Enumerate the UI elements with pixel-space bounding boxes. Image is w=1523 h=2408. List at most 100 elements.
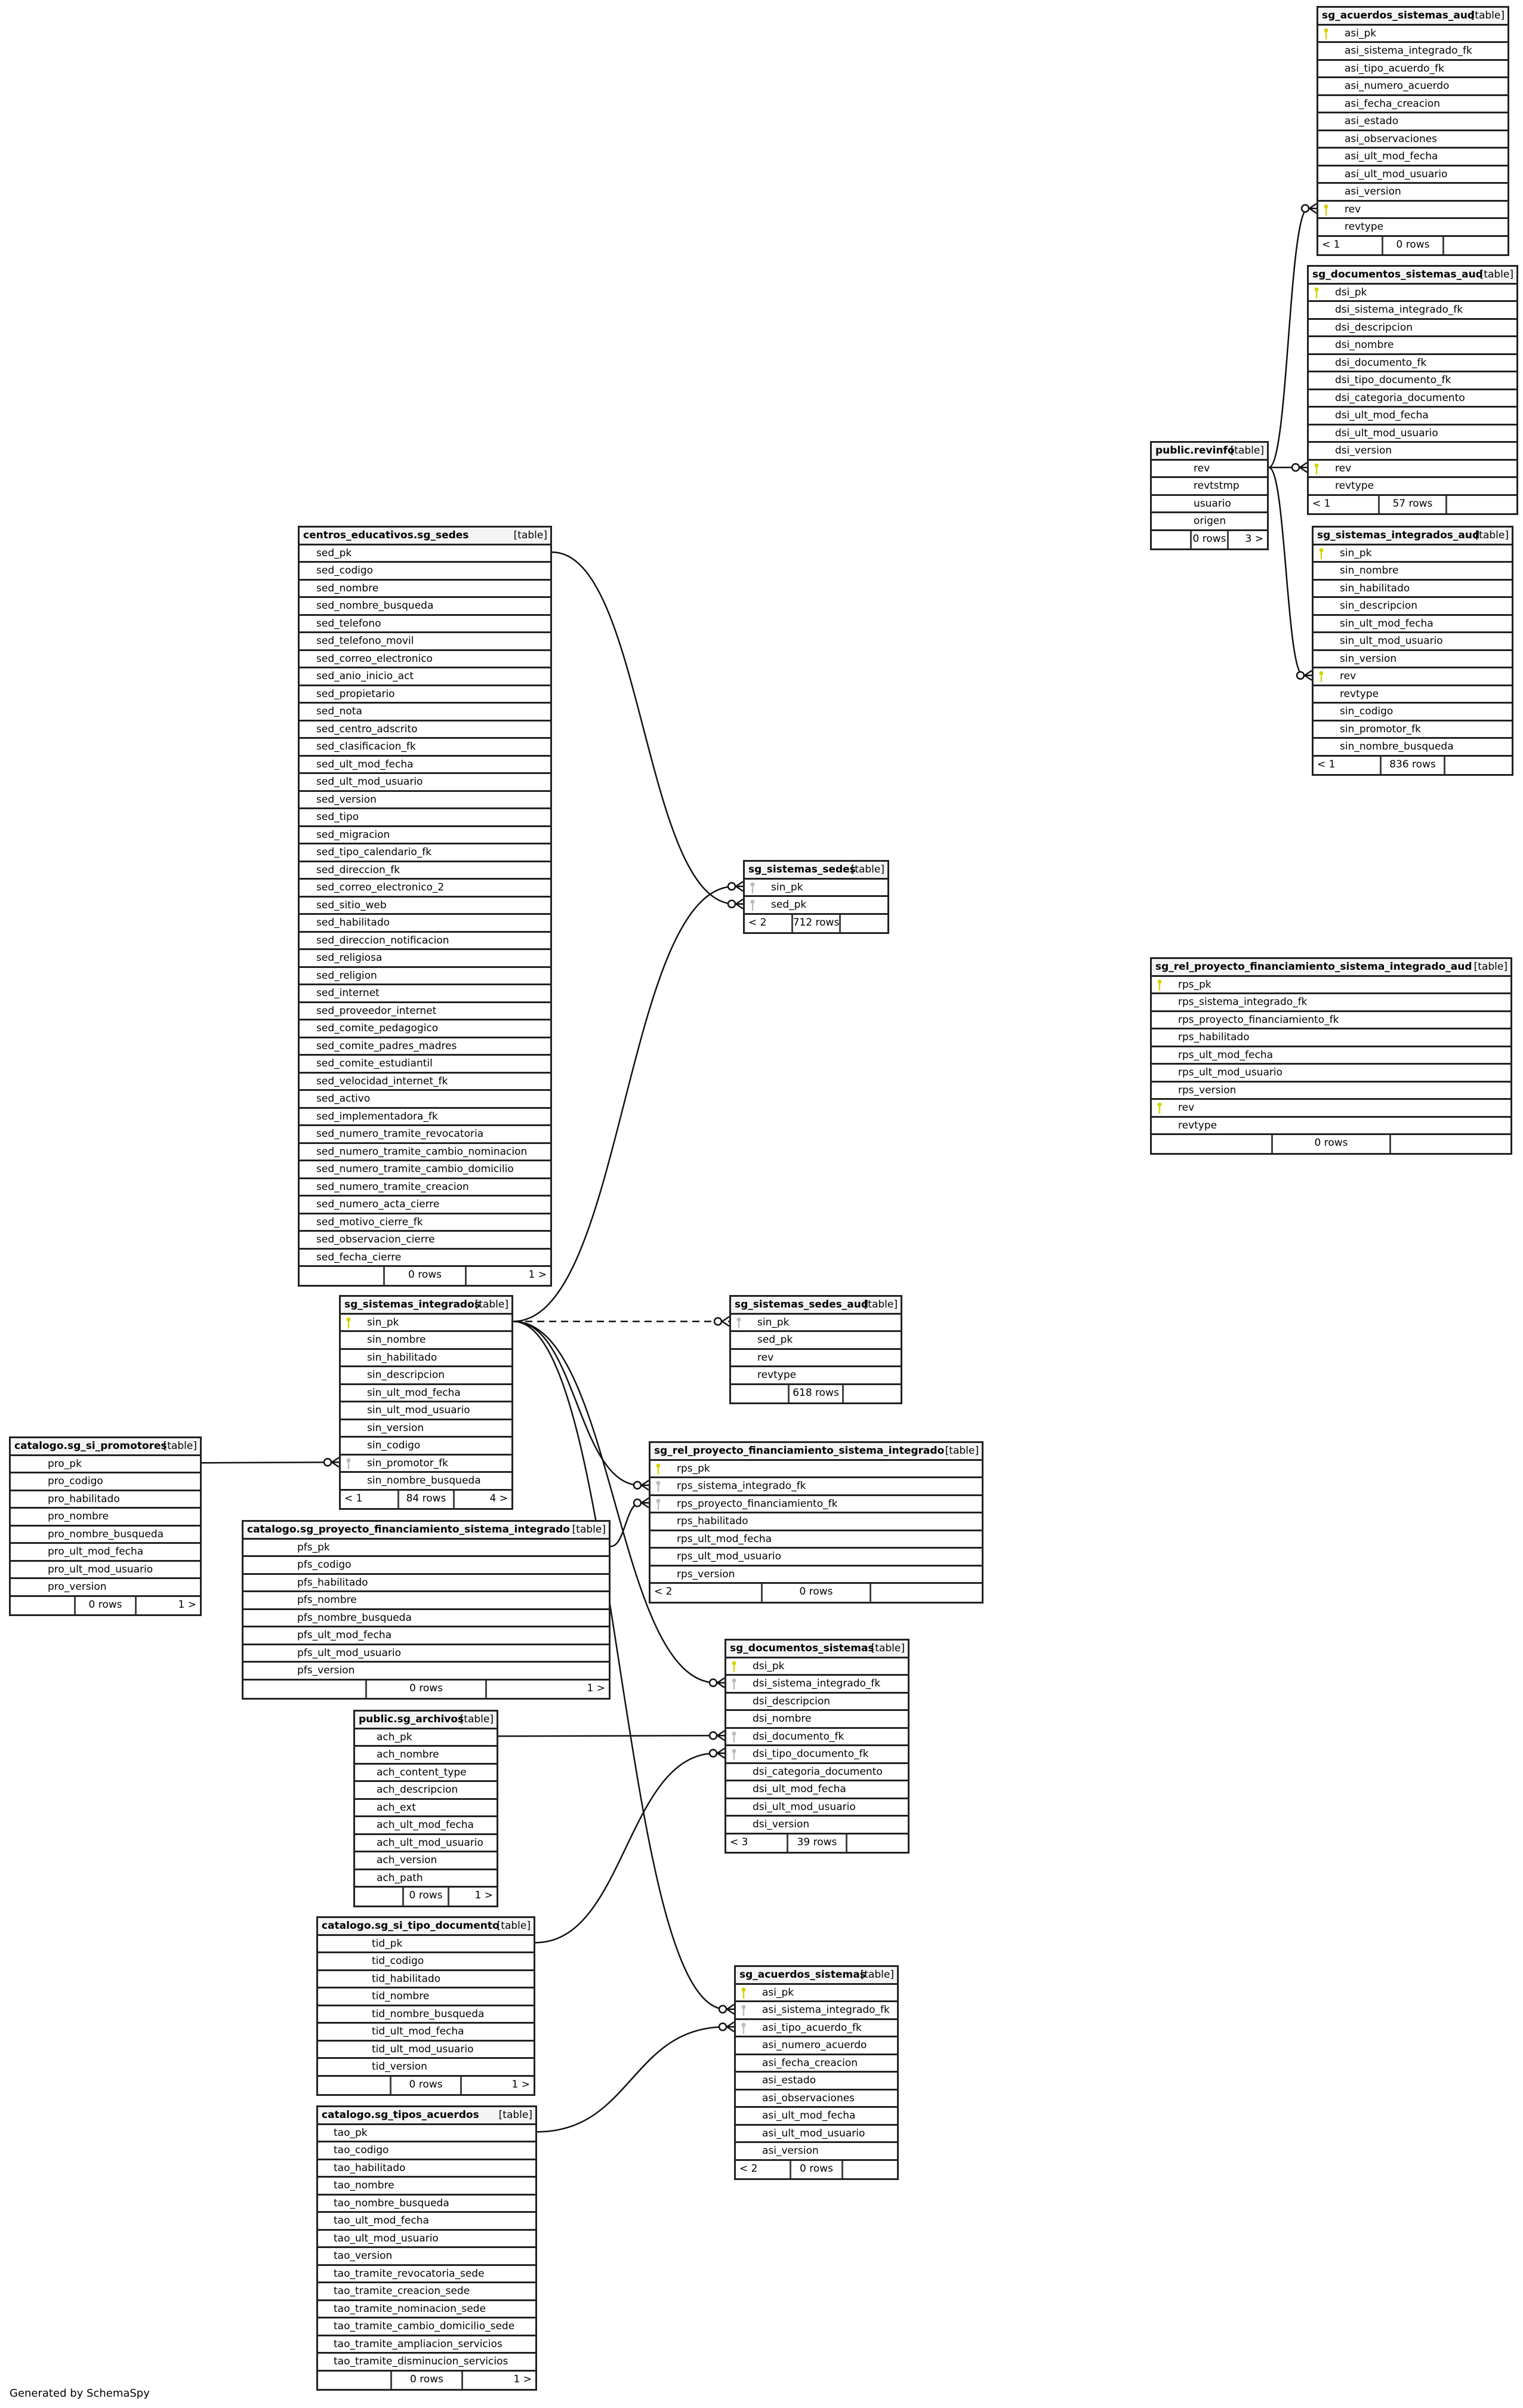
column-row[interactable]: sin_promotor_fk (341, 1456, 511, 1473)
column-row[interactable]: pro_version (11, 1579, 200, 1597)
column-row[interactable]: tao_tramite_nominacion_sede (318, 2301, 535, 2318)
column-row[interactable]: rev (1314, 668, 1512, 686)
column-row[interactable]: revtype (1309, 478, 1516, 496)
column-row[interactable]: tid_pk (318, 1936, 534, 1953)
column-row[interactable]: pfs_codigo (243, 1557, 609, 1575)
table-header[interactable]: catalogo.sg_proyecto_financiamiento_sist… (243, 1522, 609, 1540)
column-row[interactable]: usuario (1152, 496, 1267, 513)
column-row[interactable]: tao_habilitado (318, 2160, 535, 2178)
column-row[interactable]: rev (1152, 461, 1267, 478)
parents-count[interactable] (355, 1888, 404, 1906)
children-count[interactable] (1391, 1135, 1510, 1153)
column-row[interactable]: sed_velocidad_internet_fk (300, 1074, 550, 1091)
column-row[interactable]: sed_motivo_cierre_fk (300, 1214, 550, 1232)
table-header[interactable]: sg_documentos_sistemas[table] (726, 1641, 908, 1658)
column-row[interactable]: pro_codigo (11, 1473, 200, 1491)
column-row[interactable]: ach_ext (355, 1800, 497, 1817)
column-row[interactable]: sed_correo_electronico_2 (300, 880, 550, 898)
column-row[interactable]: sin_pk (1314, 545, 1512, 563)
column-row[interactable]: sed_migracion (300, 827, 550, 844)
column-row[interactable]: tao_pk (318, 2125, 535, 2142)
column-row[interactable]: dsi_tipo_documento_fk (1309, 372, 1516, 390)
column-row[interactable]: dsi_descripcion (726, 1694, 908, 1711)
column-row[interactable]: sed_nombre (300, 581, 550, 598)
column-row[interactable]: sed_pk (300, 545, 550, 563)
children-count[interactable]: 1 > (511, 2078, 530, 2091)
parents-count[interactable] (318, 2076, 392, 2094)
parents-count[interactable]: < 1 (341, 1490, 400, 1508)
column-row[interactable]: asi_numero_acuerdo (1318, 78, 1507, 96)
column-row[interactable]: sin_descripcion (1314, 598, 1512, 616)
column-row[interactable]: tid_version (318, 2059, 534, 2077)
parents-count[interactable]: < 1 (1314, 756, 1382, 774)
column-row[interactable]: asi_observaciones (1318, 131, 1507, 149)
column-row[interactable]: rps_ult_mod_fecha (650, 1531, 982, 1549)
column-row[interactable]: sed_internet (300, 985, 550, 1003)
column-row[interactable]: rps_version (650, 1567, 982, 1584)
column-row[interactable]: sed_centro_adscrito (300, 722, 550, 739)
column-row[interactable]: tao_version (318, 2248, 535, 2266)
column-row[interactable]: dsi_sistema_integrado_fk (726, 1676, 908, 1694)
children-count[interactable] (844, 1385, 901, 1403)
column-row[interactable]: sed_observacion_cierre (300, 1232, 550, 1250)
column-row[interactable]: asi_fecha_creacion (736, 2055, 897, 2073)
column-row[interactable]: asi_pk (736, 1985, 897, 2002)
column-row[interactable]: sed_clasificacion_fk (300, 739, 550, 757)
table-header[interactable]: sg_sistemas_integrados_aud[table] (1314, 528, 1512, 545)
children-count[interactable] (843, 2161, 897, 2179)
column-row[interactable]: dsi_documento_fk (726, 1729, 908, 1746)
column-row[interactable]: rps_pk (650, 1461, 982, 1478)
column-row[interactable]: sed_direccion_fk (300, 862, 550, 880)
parents-count[interactable] (1152, 531, 1192, 548)
column-row[interactable]: sed_tipo (300, 809, 550, 827)
column-row[interactable]: sin_habilitado (341, 1350, 511, 1367)
column-row[interactable]: sed_habilitado (300, 915, 550, 933)
children-count[interactable] (1445, 757, 1512, 775)
children-count[interactable] (1447, 496, 1516, 514)
column-row[interactable]: ach_ult_mod_fecha (355, 1817, 497, 1835)
column-row[interactable]: pro_habilitado (11, 1491, 200, 1509)
column-row[interactable]: rps_ult_mod_usuario (1152, 1065, 1510, 1083)
column-row[interactable]: sed_numero_tramite_revocatoria (300, 1126, 550, 1144)
column-row[interactable]: tid_codigo (318, 1953, 534, 1971)
column-row[interactable]: tao_tramite_disminucion_servicios (318, 2354, 535, 2372)
column-row[interactable]: ach_nombre (355, 1747, 497, 1765)
column-row[interactable]: dsi_ult_mod_fecha (726, 1781, 908, 1799)
column-row[interactable]: sin_ult_mod_fecha (1314, 616, 1512, 633)
column-row[interactable]: tid_nombre (318, 1988, 534, 2006)
column-row[interactable]: sin_version (341, 1420, 511, 1438)
column-row[interactable]: tao_tramite_ampliacion_servicios (318, 2336, 535, 2354)
column-row[interactable]: sed_nota (300, 704, 550, 722)
table-header[interactable]: sg_rel_proyecto_financiamiento_sistema_i… (650, 1443, 982, 1461)
table-header[interactable]: sg_sistemas_sedes_aud[table] (731, 1297, 901, 1315)
table-header[interactable]: public.sg_archivos[table] (355, 1712, 497, 1729)
column-row[interactable]: sed_religiosa (300, 950, 550, 968)
column-row[interactable]: tao_codigo (318, 2142, 535, 2160)
column-row[interactable]: sed_pk (745, 897, 887, 915)
column-row[interactable]: tao_ult_mod_usuario (318, 2231, 535, 2248)
column-row[interactable]: asi_tipo_acuerdo_fk (1318, 61, 1507, 78)
table-sg-rel-proyecto-financiamiento-sistema-integrado-aud[interactable]: sg_rel_proyecto_financiamiento_sistema_i… (1150, 957, 1512, 1155)
children-count[interactable]: 1 > (178, 1598, 197, 1611)
column-row[interactable]: tao_nombre_busqueda (318, 2196, 535, 2213)
column-row[interactable]: pfs_ult_mod_usuario (243, 1645, 609, 1663)
column-row[interactable]: asi_ult_mod_fecha (1318, 149, 1507, 167)
parents-count[interactable]: < 1 (1309, 495, 1380, 513)
column-row[interactable]: sed_comite_estudiantil (300, 1056, 550, 1074)
column-row[interactable]: sin_promotor_fk (1314, 722, 1512, 739)
column-row[interactable]: sin_nombre_busqueda (341, 1473, 511, 1491)
column-row[interactable]: sin_ult_mod_usuario (1314, 633, 1512, 651)
column-row[interactable]: tid_nombre_busqueda (318, 2006, 534, 2024)
column-row[interactable]: dsi_ult_mod_usuario (1309, 426, 1516, 443)
column-row[interactable]: sed_pk (731, 1332, 901, 1350)
column-row[interactable]: sed_correo_electronico (300, 651, 550, 668)
column-row[interactable]: pro_nombre (11, 1509, 200, 1527)
column-row[interactable]: pfs_habilitado (243, 1575, 609, 1592)
parents-count[interactable]: < 2 (650, 1584, 763, 1602)
column-row[interactable]: rps_version (1152, 1083, 1510, 1100)
children-count[interactable] (841, 915, 887, 933)
column-row[interactable]: pro_ult_mod_fecha (11, 1544, 200, 1562)
